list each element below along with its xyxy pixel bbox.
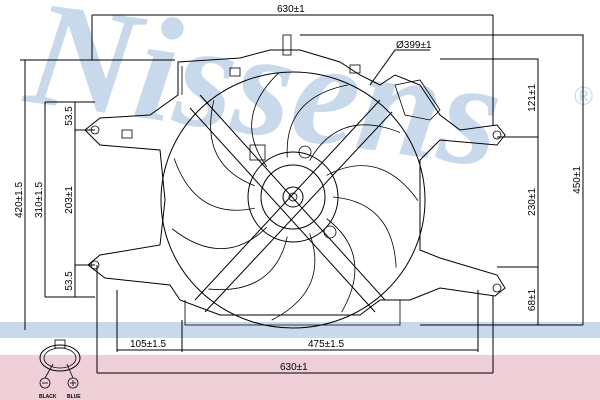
- dimension-lines: [20, 14, 584, 374]
- blue-band: [0, 322, 600, 338]
- dim-right-total-height: 450±1: [572, 166, 583, 194]
- fan-blade: [332, 196, 397, 268]
- dim-bottom-left-offset: 105±1.5: [130, 339, 167, 350]
- dim-left-bottom-offset: 53.5: [64, 271, 75, 291]
- electrical-connector: BLACK BLUE: [39, 339, 81, 400]
- fan-blade: [271, 233, 316, 321]
- fan-rotor: [160, 71, 426, 329]
- fan-blade: [326, 218, 356, 313]
- negative-wire-label: BLACK: [39, 394, 57, 400]
- dim-left-total-height: 420±1.5: [14, 182, 25, 219]
- dim-right-top-offset: 121±1: [527, 84, 538, 112]
- fan-blade: [208, 236, 288, 291]
- fan-blade: [286, 84, 349, 158]
- dim-left-hole-spacing: 203±1: [64, 186, 75, 214]
- dim-right-bottom-offset: 68±1: [527, 288, 538, 311]
- fan-blade: [210, 100, 255, 187]
- dim-fan-diameter: Ø399±1: [396, 40, 432, 51]
- fan-blade: [173, 158, 255, 211]
- fan-blade: [171, 226, 268, 249]
- fan-blade: [251, 72, 280, 168]
- shroud: [84, 34, 506, 326]
- dim-right-hole-spacing: 230±1: [527, 188, 538, 216]
- dim-bottom-hole-spacing: 475±1.5: [308, 339, 345, 350]
- pink-band: [0, 355, 600, 400]
- registered-mark: ®: [574, 81, 593, 111]
- positive-terminal-icon: [67, 377, 79, 389]
- negative-terminal-icon: [39, 377, 51, 389]
- dim-bottom-width: 630±1: [280, 362, 308, 373]
- watermark-logo: Nissens: [16, 0, 512, 200]
- dim-left-mount-span: 310±1.5: [34, 182, 45, 219]
- positive-wire-label: BLUE: [67, 394, 81, 400]
- dim-top-width: 630±1: [277, 4, 305, 15]
- fan-blade: [309, 124, 401, 161]
- dim-left-top-offset: 53.5: [64, 106, 75, 126]
